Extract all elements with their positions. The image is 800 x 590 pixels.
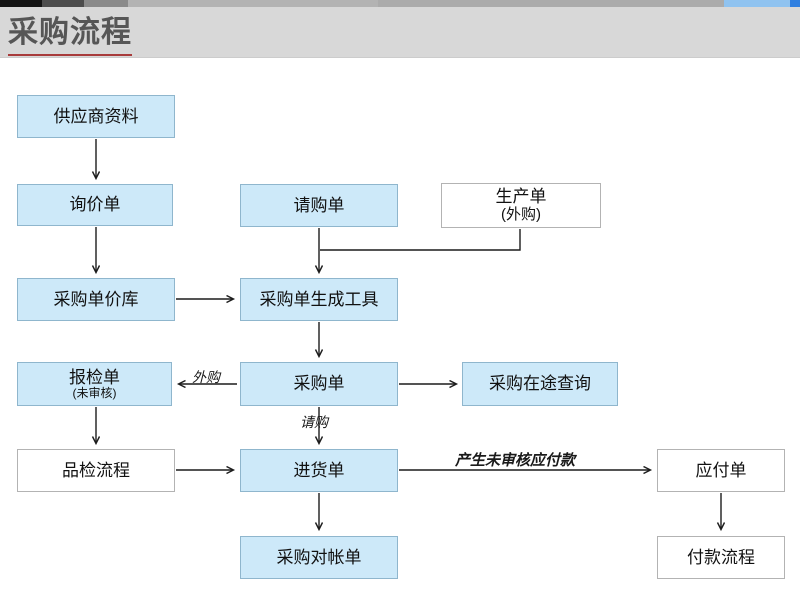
node-supplier-info[interactable]: 供应商资料 [17,95,175,138]
node-label: 品检流程 [62,460,130,480]
strip-segment-lightsilver [378,0,724,7]
top-accent-strip [0,0,800,7]
page-title: 采购流程 [8,16,132,49]
node-quality-inspection[interactable]: 品检流程 [17,449,175,492]
node-label: 询价单 [69,195,121,215]
line-production-merge [320,229,521,251]
node-label: 采购对帐单 [276,547,362,567]
node-sublabel: (未审核) [72,386,117,401]
node-purchase-reconciliation[interactable]: 采购对帐单 [240,536,398,579]
node-label: 付款流程 [687,547,755,567]
edge-label-generate-unaudited-payable: 产生未审核应付款 [455,452,576,469]
node-label: 应付单 [695,460,747,480]
node-label: 报检单 [69,367,120,387]
node-label: 采购在途查询 [489,374,591,394]
strip-segment-blue [790,0,800,7]
node-payable-order[interactable]: 应付单 [657,449,785,492]
node-sublabel: (外购) [501,206,541,224]
node-payment-process[interactable]: 付款流程 [657,536,785,579]
strip-segment-black [0,0,42,7]
header-band: 采购流程 [0,7,800,58]
strip-segment-silver [128,0,378,7]
node-production-order[interactable]: 生产单 (外购) [441,183,601,228]
node-po-generation-tool[interactable]: 采购单生成工具 [240,278,398,321]
strip-segment-lightblue [724,0,790,7]
node-label: 采购单 [293,374,345,394]
node-label: 供应商资料 [53,106,139,126]
node-goods-receipt[interactable]: 进货单 [240,449,398,492]
node-label: 采购单生成工具 [259,289,379,309]
node-label: 生产单 [495,187,547,207]
node-label: 请购单 [293,195,345,215]
node-label: 采购单价库 [53,289,139,309]
title-red-underline [8,54,132,56]
edge-label-requisition: 请购 [300,414,328,430]
node-purchase-price-library[interactable]: 采购单价库 [17,278,175,321]
node-inquiry-order[interactable]: 询价单 [17,184,173,226]
strip-segment-darkgray [42,0,84,7]
node-purchase-transit-query[interactable]: 采购在途查询 [462,362,618,406]
node-inspection-request[interactable]: 报检单 (未审核) [17,362,172,406]
node-label: 进货单 [293,460,345,480]
node-purchase-order[interactable]: 采购单 [240,362,398,406]
strip-segment-gray [84,0,128,7]
edge-label-outsourced: 外购 [192,369,220,385]
node-purchase-requisition[interactable]: 请购单 [240,184,398,227]
